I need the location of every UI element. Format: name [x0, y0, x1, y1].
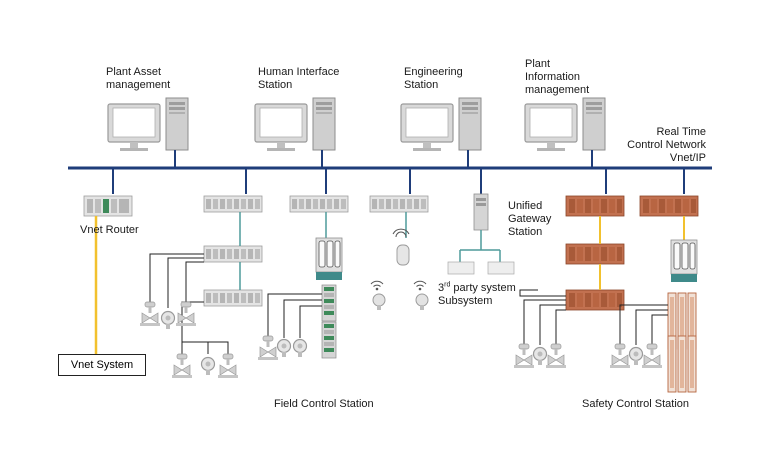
station-drop-lines [112, 168, 685, 194]
safety-control-station-1 [565, 195, 625, 311]
engineering-station-label: Engineering Station [404, 66, 463, 91]
field-devices [139, 301, 663, 379]
safety-control-station-label: Safety Control Station [582, 398, 690, 410]
vnet-system-box: Vnet System [58, 354, 146, 376]
human-interface-workstation-icon [254, 97, 336, 152]
plant-asset-label: Plant Asset management [106, 66, 171, 91]
network-label: Real Time Control Network Vnet/IP [627, 126, 706, 164]
workstation-drop-lines [174, 150, 593, 168]
safety-control-station-2 [639, 195, 699, 393]
third-party-label: 3rd party system Subsystem [438, 281, 516, 307]
unified-gateway-station [447, 193, 515, 275]
field-control-station-label: Field Control Station [274, 398, 374, 410]
human-interface-label: Human Interface Station [258, 66, 340, 91]
unified-gateway-label: Unified Gateway Station [508, 200, 552, 238]
plant-asset-workstation-icon [107, 97, 189, 152]
field-control-station-1 [203, 195, 263, 307]
plant-information-workstation-icon [524, 97, 606, 152]
field-control-station-3 [369, 195, 429, 266]
vnet-router-label: Vnet Router [80, 224, 139, 236]
field-control-station-2 [289, 195, 349, 359]
vnet-router [83, 195, 133, 217]
wireless-transmitter-icon [370, 280, 386, 311]
engineering-workstation-icon [400, 97, 482, 152]
plant-information-label: Plant Information management [525, 58, 590, 96]
wireless-transmitter-icon [413, 280, 429, 311]
